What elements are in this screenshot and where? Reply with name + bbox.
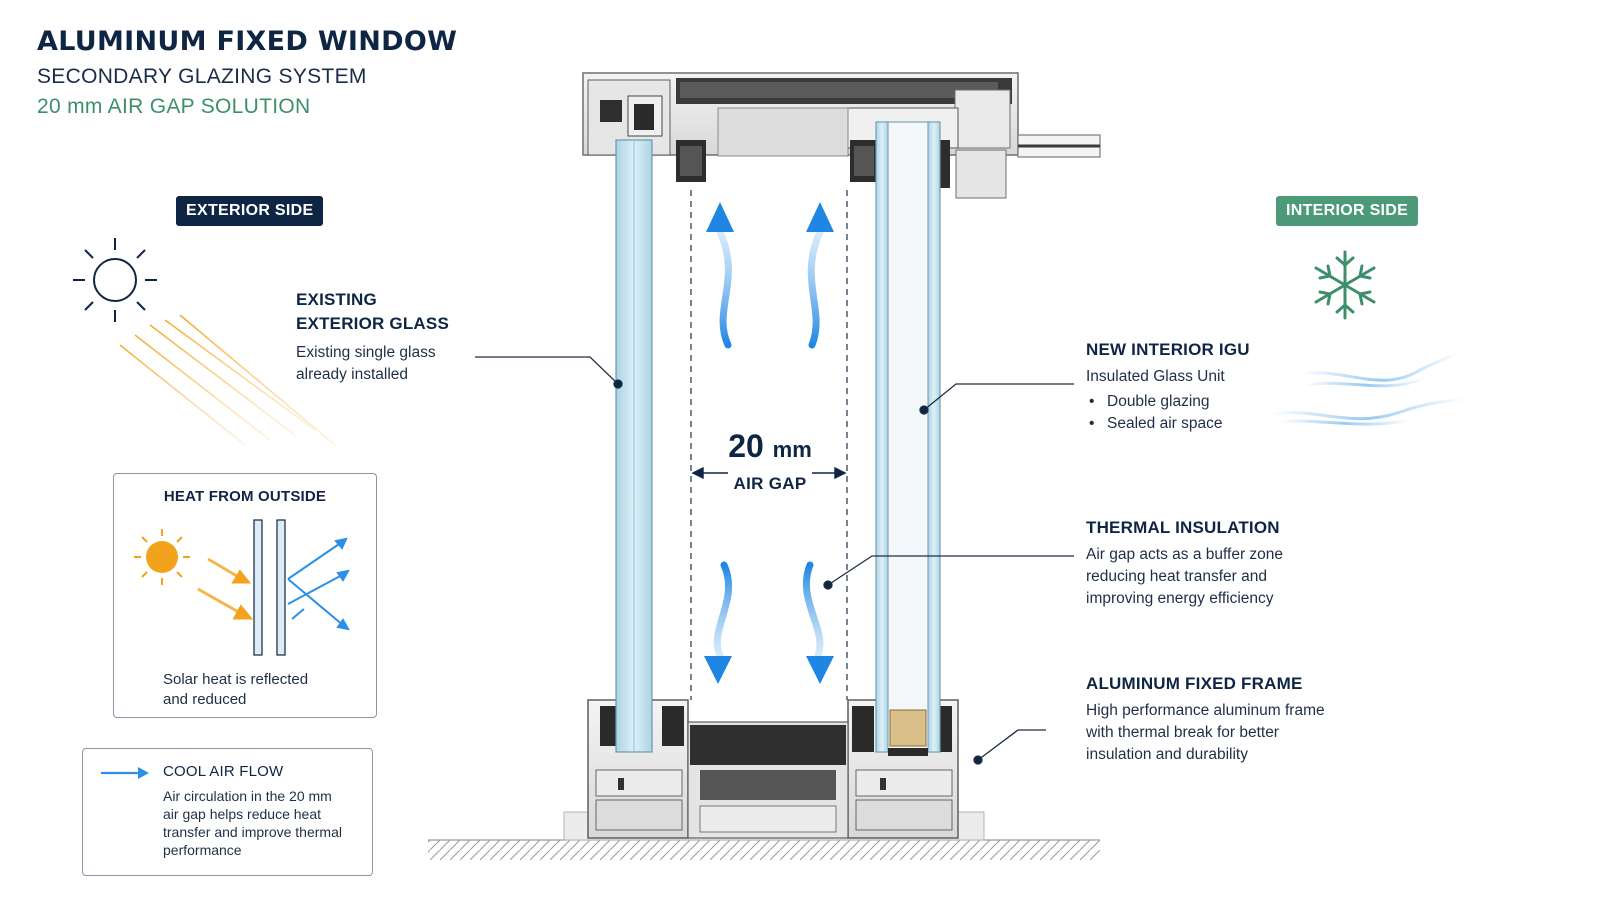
sun-rays (119, 314, 336, 446)
thermal-desc-1: Air gap acts as a buffer zone (1086, 546, 1284, 563)
frame-callout: ALUMINUM FIXED FRAME High performance al… (1086, 672, 1366, 766)
cool-box-desc-3: transfer and improve thermal (163, 824, 342, 840)
frame-desc-1: High performance aluminum frame (1086, 702, 1325, 719)
cool-box-title: COOL AIR FLOW (163, 763, 284, 780)
interior-side-tag: INTERIOR SIDE (1276, 196, 1419, 226)
frame-desc-3: insulation and durability (1086, 746, 1248, 763)
cool-box-desc-2: air gap helps reduce heat (163, 806, 321, 822)
heat-box-caption-2: and reduced (163, 691, 247, 708)
thermal-title: THERMAL INSULATION (1086, 518, 1280, 537)
igu-bullets: Double glazing Sealed air space (1086, 391, 1346, 435)
igu-title: NEW INTERIOR IGU (1086, 340, 1250, 359)
cool-air-flow-box: COOL AIR FLOW Air circulation in the 20 … (82, 748, 373, 876)
heat-reflection-illustration (134, 519, 350, 656)
small-sun-icon (134, 529, 190, 585)
frame-desc-2: with thermal break for better (1086, 724, 1279, 741)
thermal-callout: THERMAL INSULATION Air gap acts as a buf… (1086, 516, 1346, 610)
sun-icon (73, 238, 157, 322)
existing-glass-callout: EXISTING EXTERIOR GLASS Existing single … (296, 288, 496, 386)
existing-glass-title-2: EXTERIOR GLASS (296, 314, 449, 333)
existing-glass-desc-1: Existing single glass (296, 344, 436, 361)
existing-glass-title-1: EXISTING (296, 290, 377, 309)
cool-box-desc: Air circulation in the 20 mm air gap hel… (163, 787, 368, 859)
igu-desc: Insulated Glass Unit (1086, 368, 1225, 385)
snowflake-icon (1314, 250, 1376, 320)
leader-lines (475, 356, 1074, 765)
airflow-arrow-icon (704, 202, 834, 684)
air-gap-text: AIR GAP (733, 474, 807, 493)
title-block: ALUMINUM FIXED WINDOW SECONDARY GLAZING … (37, 26, 457, 119)
heat-box-title: HEAT FROM OUTSIDE (163, 488, 327, 505)
air-gap-number: 20 (728, 428, 764, 464)
igu-bullet: Double glazing (1086, 391, 1346, 413)
thermal-desc-3: improving energy efficiency (1086, 590, 1274, 607)
existing-exterior-glass (615, 139, 653, 753)
igu-bullet: Sealed air space (1086, 413, 1346, 435)
air-gap-unit: mm (772, 437, 812, 462)
air-gap-size: 20 mm (700, 428, 840, 468)
heat-box-caption-1: Solar heat is reflected (163, 671, 309, 688)
heat-box-caption: Solar heat is reflected and reduced (163, 670, 363, 710)
page-title: ALUMINUM FIXED WINDOW (37, 26, 458, 57)
exterior-side-tag: EXTERIOR SIDE (176, 196, 324, 226)
thermal-desc-2: reducing heat transfer and (1086, 568, 1267, 585)
air-gap-label: 20 mm AIR GAP (700, 428, 840, 494)
cool-box-desc-4: performance (163, 842, 242, 858)
cool-air-arrow-legend (101, 767, 149, 779)
page-subtitle: SECONDARY GLAZING SYSTEM (37, 65, 367, 88)
frame-title: ALUMINUM FIXED FRAME (1086, 674, 1303, 693)
new-interior-igu (875, 121, 941, 756)
page-accent: 20 mm AIR GAP SOLUTION (37, 95, 311, 118)
igu-callout: NEW INTERIOR IGU Insulated Glass Unit Do… (1086, 338, 1346, 435)
existing-glass-desc-2: already installed (296, 366, 409, 383)
gap-dimension (691, 466, 847, 480)
ground-hatch (428, 840, 1100, 860)
cool-box-desc-1: Air circulation in the 20 mm (163, 788, 332, 804)
heat-from-outside-box: HEAT FROM OUTSIDE Solar heat is reflecte… (113, 473, 377, 718)
